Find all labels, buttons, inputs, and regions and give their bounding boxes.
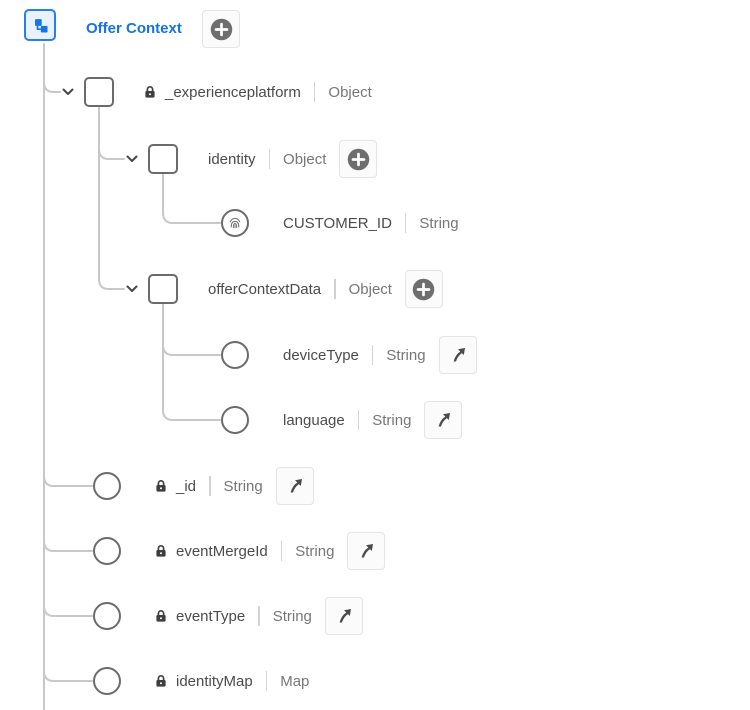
chevron-down-icon[interactable]: [62, 88, 74, 96]
lock-icon: [145, 86, 155, 98]
field-type-label: String: [272, 607, 312, 625]
field-type-label: Object: [283, 150, 327, 168]
map-field-button[interactable]: [275, 467, 314, 505]
tree-row-event-merge-id[interactable]: eventMergeId String: [93, 532, 386, 570]
tree-row-language[interactable]: language String: [221, 401, 463, 439]
field-node-circle[interactable]: [93, 537, 121, 565]
tree-row-experienceplatform[interactable]: _experienceplatform Object: [62, 73, 372, 111]
field-name-label: _experienceplatform: [165, 83, 301, 101]
field-type-label: Object: [328, 83, 372, 101]
tree-row-identity[interactable]: identity Object: [126, 140, 378, 178]
field-type-label: String: [372, 411, 412, 429]
tree-row-id[interactable]: _id String: [93, 467, 314, 505]
tree-row-offer-context-data[interactable]: offerContextData Object: [126, 270, 443, 308]
field-type-label: Map: [280, 672, 310, 690]
map-field-button[interactable]: [324, 597, 363, 635]
field-name-label: identityMap: [176, 672, 253, 690]
field-name-label: offerContextData: [208, 280, 322, 298]
field-node-circle[interactable]: [93, 667, 121, 695]
lock-icon: [156, 480, 166, 492]
field-name-label: identity: [208, 150, 256, 168]
field-type-label: String: [223, 477, 263, 495]
field-node-circle[interactable]: [93, 472, 121, 500]
add-field-button[interactable]: [404, 270, 443, 308]
field-type-label: String: [295, 542, 335, 560]
tree-row-event-type[interactable]: eventType String: [93, 597, 363, 635]
tree-row-customer-id[interactable]: CUSTOMER_ID String: [221, 204, 459, 242]
chevron-down-icon[interactable]: [126, 155, 138, 163]
type-divider: [280, 541, 283, 561]
type-divider: [209, 476, 211, 496]
plus-circle-icon: [210, 18, 232, 40]
chevron-down-icon[interactable]: [126, 285, 138, 293]
map-arrow-icon: [362, 544, 374, 558]
tree-row-device-type[interactable]: deviceType String: [221, 336, 477, 374]
plus-circle-icon: [413, 278, 435, 300]
field-node-circle[interactable]: [93, 602, 121, 630]
type-divider: [371, 345, 374, 365]
field-name-label: language: [283, 411, 345, 429]
identity-field-node[interactable]: [221, 209, 249, 237]
object-node-square[interactable]: [84, 77, 114, 107]
object-node-square[interactable]: [148, 144, 178, 174]
map-arrow-icon: [453, 348, 465, 362]
field-name-label: _id: [176, 477, 197, 495]
type-divider: [313, 82, 316, 102]
add-field-button[interactable]: [202, 10, 240, 48]
type-divider: [258, 606, 260, 626]
schema-tree-icon[interactable]: [24, 9, 56, 41]
sitemap-glyph-icon: [35, 19, 48, 33]
field-type-label: Object: [348, 280, 392, 298]
field-node-circle[interactable]: [221, 341, 249, 369]
field-type-label: String: [419, 214, 459, 232]
schema-title[interactable]: Offer Context: [86, 20, 182, 37]
fingerprint-icon: [229, 217, 241, 229]
type-divider: [357, 410, 360, 430]
lock-icon: [156, 675, 166, 687]
map-arrow-icon: [290, 479, 302, 493]
plus-circle-icon: [347, 148, 370, 170]
map-field-button[interactable]: [438, 336, 477, 374]
map-field-button[interactable]: [424, 401, 463, 439]
map-arrow-icon: [439, 413, 451, 427]
type-divider: [265, 671, 268, 691]
field-type-label: String: [386, 346, 426, 364]
field-name-label: deviceType: [283, 346, 359, 364]
map-field-button[interactable]: [347, 532, 386, 570]
object-node-square[interactable]: [148, 274, 178, 304]
field-name-label: CUSTOMER_ID: [283, 214, 392, 232]
tree-row-identity-map[interactable]: identityMap Map: [93, 662, 309, 700]
lock-icon: [156, 610, 166, 622]
field-name-label: eventType: [176, 607, 246, 625]
type-divider: [404, 213, 407, 233]
field-node-circle[interactable]: [221, 406, 249, 434]
lock-icon: [156, 545, 166, 557]
field-name-label: eventMergeId: [176, 542, 268, 560]
type-divider: [268, 149, 271, 169]
map-arrow-icon: [339, 609, 351, 623]
add-field-button[interactable]: [339, 140, 378, 178]
type-divider: [334, 279, 336, 299]
